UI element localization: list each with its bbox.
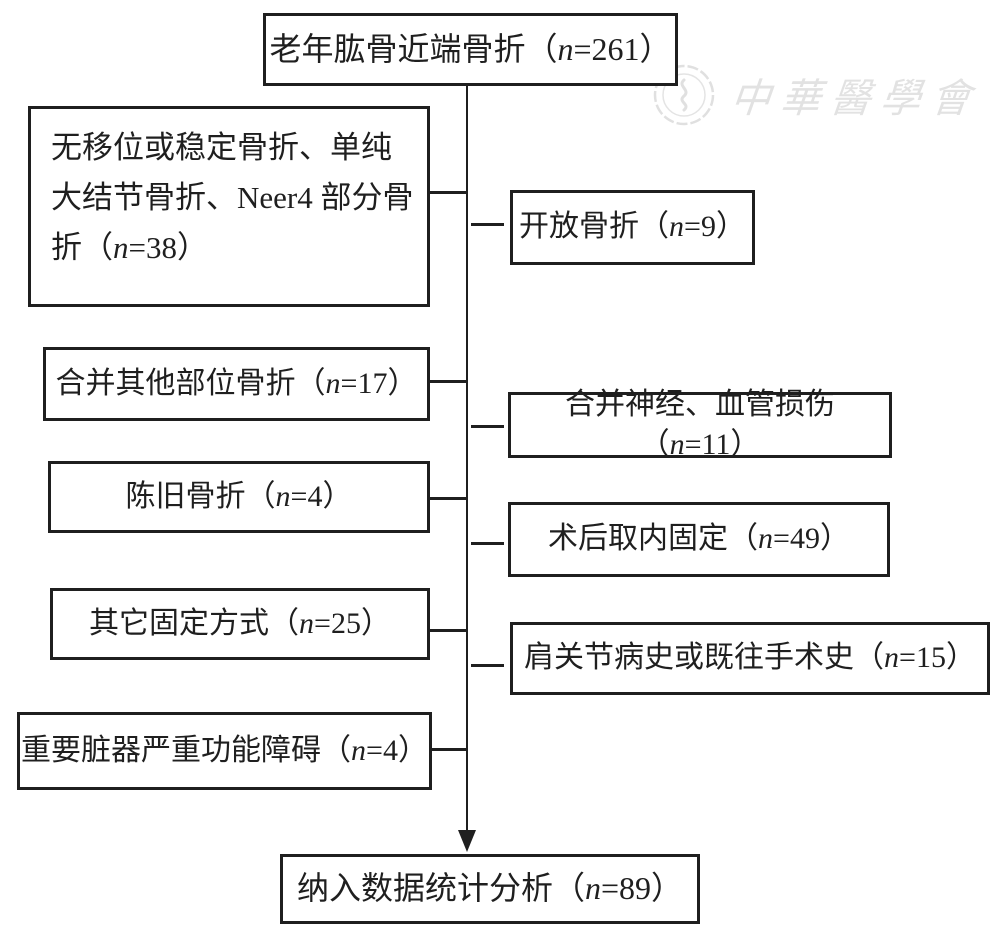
- node-text: 术后取内固定（n=49）: [548, 522, 850, 556]
- connector-right-shoulder-history: [471, 664, 504, 667]
- connector-right-nerve-vessel: [471, 425, 504, 428]
- connector-left-other-fixation: [430, 629, 468, 632]
- node-text: 纳入数据统计分析（n=89）: [296, 870, 684, 907]
- main-vertical-line: [466, 86, 468, 835]
- node-text: 合并其他部位骨折（n=17）: [55, 366, 418, 400]
- connector-right-implant-removal: [471, 542, 504, 545]
- node-text: 重要脏器严重功能障碍（n=4）: [21, 733, 428, 767]
- flow-node-included-analysis: 纳入数据统计分析（n=89）: [280, 854, 700, 924]
- down-arrowhead-icon: [458, 830, 476, 852]
- flow-node-total-cohort: 老年肱骨近端骨折（n=261）: [263, 13, 678, 86]
- flow-node-exclusion-old-fracture: 陈旧骨折（n=4）: [48, 461, 430, 533]
- node-text: 无移位或稳定骨折、单纯 大结节骨折、Neer4 部分骨 折（n=38）: [51, 130, 414, 265]
- flow-node-exclusion-organ-dysfunction: 重要脏器严重功能障碍（n=4）: [17, 712, 432, 790]
- watermark-text: 中華醫學會: [728, 76, 983, 121]
- flow-node-exclusion-other-site-fracture: 合并其他部位骨折（n=17）: [43, 347, 430, 421]
- node-text: 陈旧骨折（n=4）: [125, 479, 353, 513]
- connector-left-organ-dysfunction: [432, 748, 468, 751]
- node-text: 肩关节病史或既往手术史（n=15）: [524, 641, 976, 675]
- flow-node-exclusion-shoulder-history: 肩关节病史或既往手术史（n=15）: [510, 622, 990, 695]
- flow-node-exclusion-open-fracture: 开放骨折（n=9）: [510, 190, 755, 265]
- flow-node-exclusion-implant-removal: 术后取内固定（n=49）: [508, 502, 890, 577]
- connector-right-open-fracture: [471, 223, 504, 226]
- flow-node-exclusion-nerve-vessel-injury: 合并神经、血管损伤（n=11）: [508, 388, 892, 461]
- flow-node-exclusion-undisplaced-stable: 无移位或稳定骨折、单纯 大结节骨折、Neer4 部分骨 折（n=38）: [28, 106, 430, 307]
- node-text: 老年肱骨近端骨折（n=261）: [269, 30, 672, 67]
- connector-left-other-site: [430, 380, 468, 383]
- node-text: 其它固定方式（n=25）: [89, 606, 391, 640]
- connector-left-old-fracture: [430, 497, 468, 500]
- connector-left-undisplaced: [430, 191, 468, 194]
- node-text: 开放骨折（n=9）: [519, 210, 746, 244]
- node-text: 合并神经、血管损伤（n=11）: [565, 387, 835, 462]
- medical-association-emblem-icon: [653, 64, 715, 126]
- flow-node-exclusion-other-fixation: 其它固定方式（n=25）: [50, 588, 430, 660]
